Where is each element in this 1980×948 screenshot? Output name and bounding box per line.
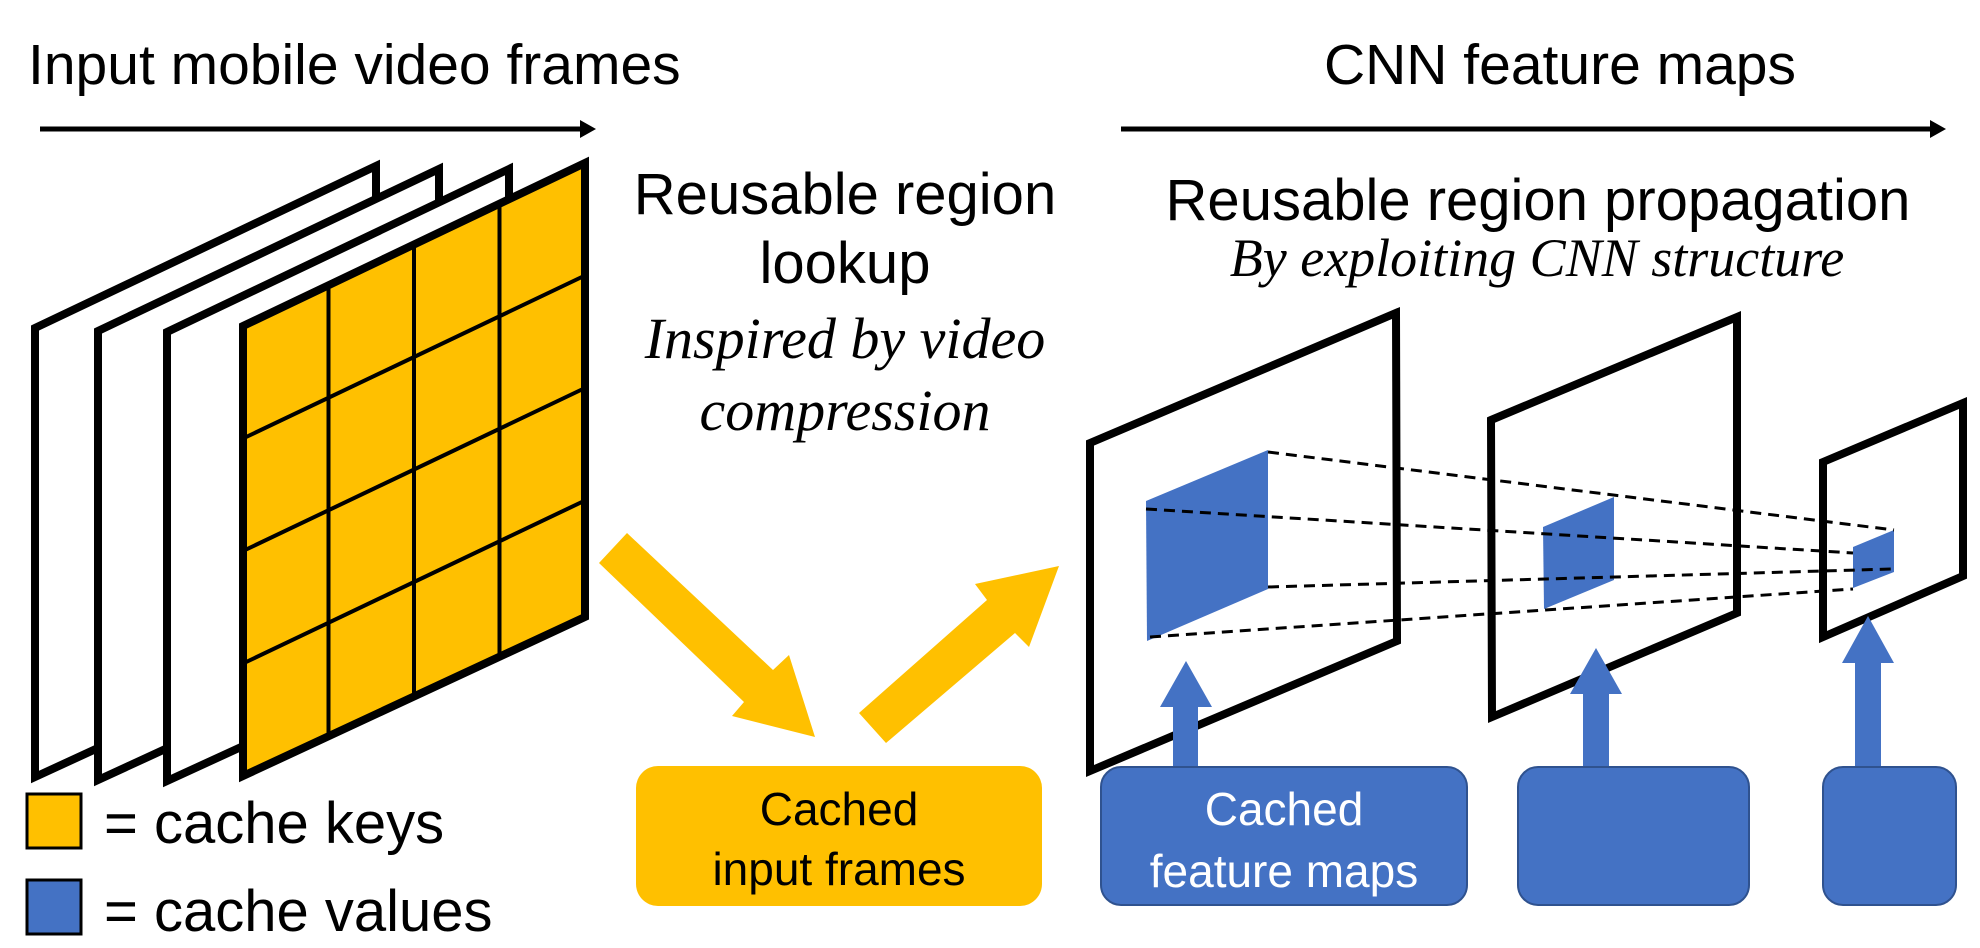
lookup-heading-line-2: lookup [760, 231, 931, 296]
lookup-subheading-line-1: Inspired by video [644, 306, 1046, 371]
right-panel-title: CNN feature maps [1324, 33, 1796, 97]
cache-key-grid [242, 203, 586, 736]
reusable-region-1 [1146, 450, 1268, 641]
propagation-heading: Reusable region propagation [1166, 168, 1911, 233]
lookup-subheading-line-2: compression [699, 378, 990, 443]
legend-swatch-cache-values [25, 878, 83, 936]
grid-row-line [242, 498, 586, 666]
arrow-right-icon [40, 120, 596, 138]
feature-map-3 [1819, 396, 1967, 644]
middle-panel: Reusable region lookup Inspired by video… [599, 162, 1059, 906]
cached-input-frames-box: Cached input frames [636, 766, 1042, 906]
arrow-up-icon [1842, 616, 1894, 768]
legend-swatch-cache-keys [25, 792, 83, 850]
cached-feature-map-box-2 [1517, 766, 1750, 906]
legend-label-cache-keys: = cache keys [104, 791, 444, 856]
propagation-subheading: By exploiting CNN structure [1230, 228, 1844, 288]
cached-input-frames-line-1: Cached [760, 783, 919, 835]
legend: = cache keys = cache values [25, 791, 493, 944]
projection-line-bottom-left [1149, 587, 1854, 639]
grid-row-line [242, 386, 586, 553]
legend-label-cache-values: = cache values [104, 879, 493, 944]
arrow-up-icon [1570, 648, 1622, 768]
projection-line-bottom-right [1267, 567, 1893, 589]
cached-feature-map-box-3 [1822, 766, 1957, 906]
projection-line-top-left [1145, 507, 1854, 555]
cached-input-frames-line-2: input frames [712, 843, 965, 895]
grid-row-line [242, 273, 586, 441]
reusable-region-3 [1853, 530, 1894, 588]
cached-feature-maps-box: Cached feature maps [1100, 766, 1468, 906]
right-panel: CNN feature maps Reusable region propaga… [1086, 33, 1967, 906]
arrow-right-icon [1121, 120, 1946, 138]
left-panel-title: Input mobile video frames [28, 33, 681, 97]
cached-feature-maps-line-2: feature maps [1150, 845, 1418, 897]
projection-line-top-right [1267, 450, 1895, 532]
cached-feature-maps-line-1: Cached [1205, 783, 1364, 835]
arrow-up-icon [1160, 661, 1212, 768]
arrow-down-right-icon [599, 533, 815, 737]
reusable-region-2 [1543, 497, 1614, 609]
arrow-up-right-icon [859, 566, 1059, 743]
lookup-heading-line-1: Reusable region [634, 162, 1056, 227]
left-panel: Input mobile video frames [28, 33, 681, 788]
